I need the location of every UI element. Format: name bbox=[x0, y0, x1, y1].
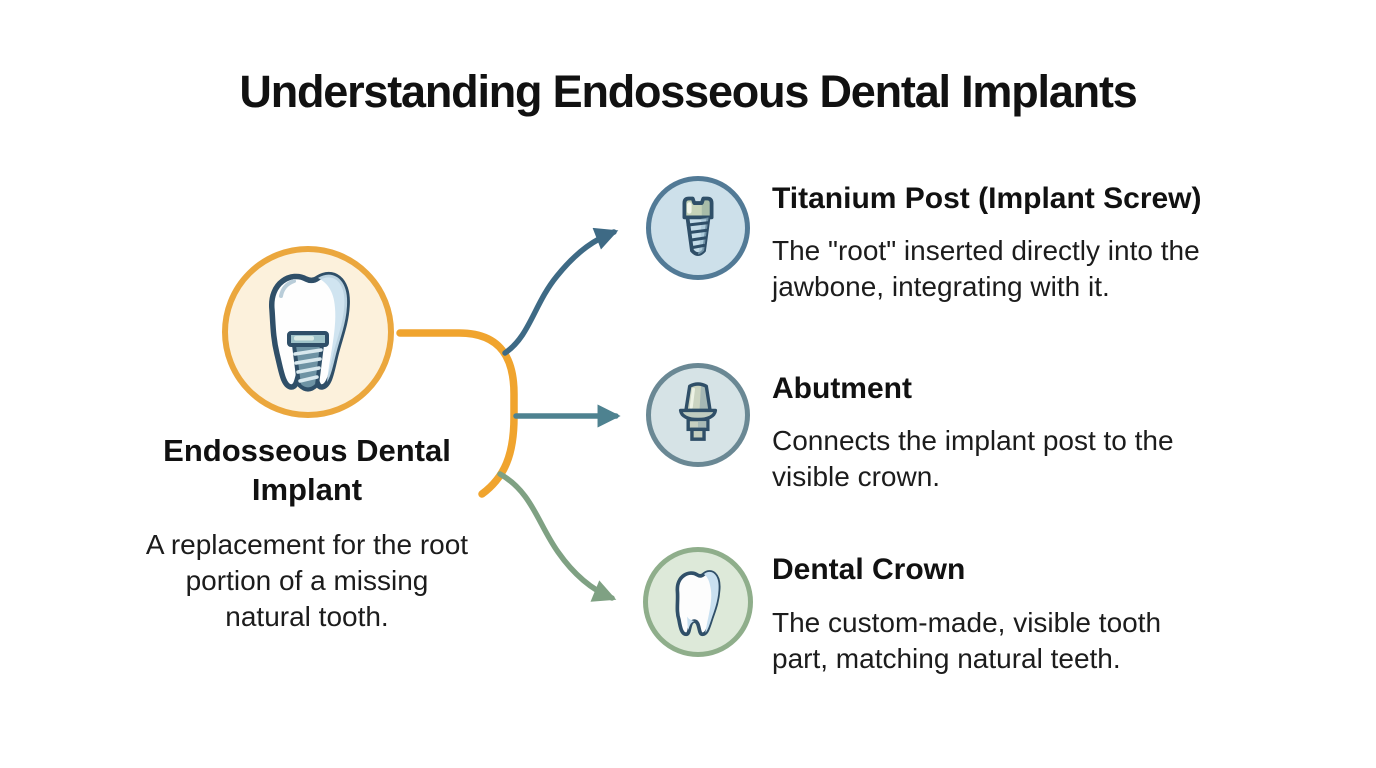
arrow-to-dental-crown bbox=[497, 471, 617, 602]
abutment-circle bbox=[646, 363, 750, 467]
titanium-post-title: Titanium Post (Implant Screw) bbox=[772, 182, 1202, 215]
dental-crown-description: The custom-made, visible tooth part, mat… bbox=[772, 607, 1162, 674]
main-node-circle bbox=[222, 246, 394, 418]
abutment-title: Abutment bbox=[772, 372, 912, 405]
titanium-post-circle bbox=[646, 176, 750, 280]
tooth-with-implant-icon bbox=[269, 271, 350, 392]
dental-crown-circle bbox=[643, 547, 753, 657]
tooth-crown-icon bbox=[675, 570, 721, 637]
diagram-title: Understanding Endosseous Dental Implants bbox=[239, 66, 1137, 117]
dental-crown-title: Dental Crown bbox=[772, 553, 966, 586]
arrow-to-titanium-post bbox=[502, 227, 619, 356]
main-node-label: Endosseous Dental Implant bbox=[163, 433, 451, 507]
abutment-description: Connects the implant post to the visible… bbox=[772, 425, 1174, 492]
main-node-description: A replacement for the root portion of a … bbox=[145, 529, 469, 632]
implant-screw-icon bbox=[682, 196, 714, 256]
abutment-icon bbox=[678, 382, 718, 441]
titanium-post-description: The "root" inserted directly into the ja… bbox=[772, 235, 1200, 302]
